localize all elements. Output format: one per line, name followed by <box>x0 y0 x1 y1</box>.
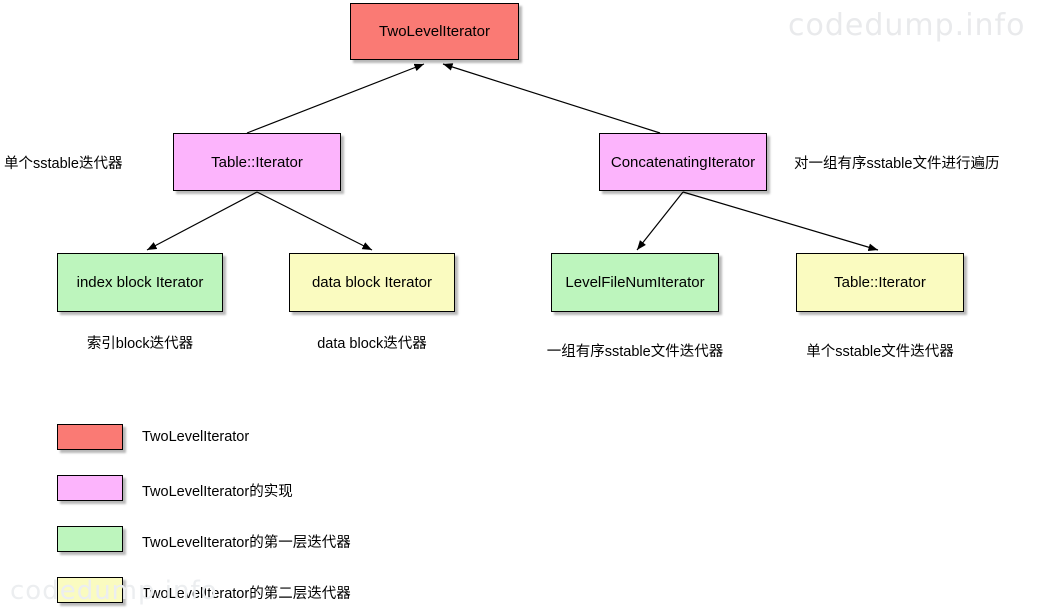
node-table-iterator[interactable]: Table::Iterator <box>173 133 341 191</box>
legend-label-two-level-iterator-impl: TwoLevelIterator的实现 <box>142 484 293 500</box>
node-index-block-iterator[interactable]: index block Iterator <box>57 253 223 312</box>
watermark-bottom-left: codedump.info <box>10 576 218 606</box>
legend-label-two-level-iterator: TwoLevelIterator <box>142 429 250 445</box>
node-two-level-iterator[interactable]: TwoLevelIterator <box>350 3 519 60</box>
caption-table-iterator-leaf: 单个sstable文件迭代器 <box>806 344 954 360</box>
legend-label-first-level-iterator: TwoLevelIterator的第一层迭代器 <box>142 535 351 551</box>
legend-swatch-second-level-iterator <box>57 577 123 603</box>
caption-data-block-iterator: data block迭代器 <box>317 336 427 352</box>
side-note-left: 单个sstable迭代器 <box>4 156 123 172</box>
legend-swatch-two-level-iterator-impl <box>57 475 123 501</box>
caption-index-block-iterator: 索引block迭代器 <box>86 336 194 352</box>
legend-swatch-first-level-iterator <box>57 526 123 552</box>
node-level-file-num-iterator[interactable]: LevelFileNumIterator <box>551 253 719 312</box>
node-data-block-iterator[interactable]: data block Iterator <box>289 253 455 312</box>
node-concatenating-iterator[interactable]: ConcatenatingIterator <box>599 133 767 191</box>
legend-label-second-level-iterator: TwoLevelIterator的第二层迭代器 <box>142 586 351 602</box>
watermark-top-right: codedump.info <box>788 8 1026 43</box>
side-note-right: 对一组有序sstable文件进行遍历 <box>794 156 1000 172</box>
caption-level-file-num-iterator: 一组有序sstable文件迭代器 <box>546 344 724 360</box>
legend-swatch-two-level-iterator <box>57 424 123 450</box>
node-table-iterator-leaf[interactable]: Table::Iterator <box>796 253 964 312</box>
